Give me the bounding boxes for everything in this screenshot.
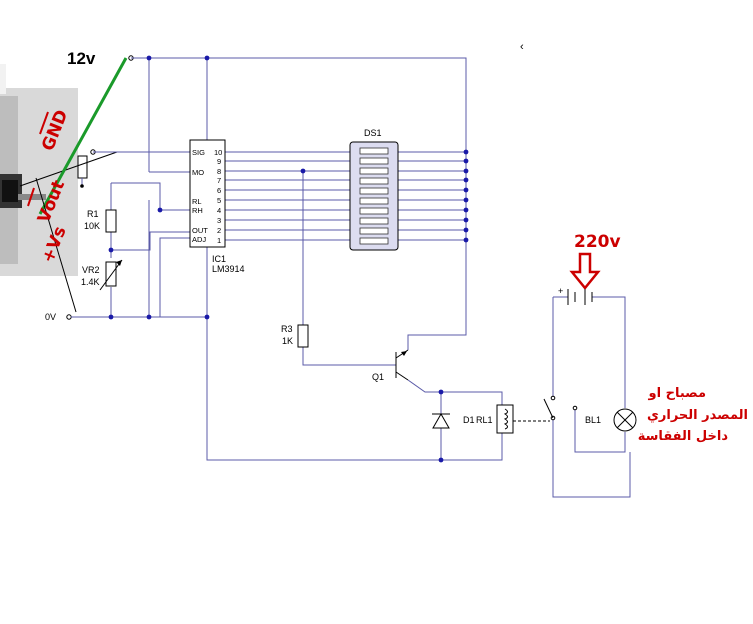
- note-line-3: داخل الفقاسة: [638, 429, 729, 444]
- ic1-pin-9: 9: [217, 157, 221, 166]
- bl1-ref: BL1: [585, 415, 601, 425]
- ic1-pin-10: 10: [214, 148, 222, 157]
- q1-ref: Q1: [372, 372, 384, 382]
- supply-220v-arrow: [569, 252, 601, 290]
- ic1-pin-mo: MO: [192, 168, 204, 177]
- supply-0v-label: 0V: [45, 312, 56, 322]
- ic1-pin-5: 5: [217, 196, 221, 205]
- sensor-pin-mark-2: [27, 187, 35, 207]
- ds1-ref: DS1: [364, 128, 382, 138]
- ic1-pin-7: 7: [217, 176, 221, 185]
- ic1-pin-1: 1: [217, 236, 221, 245]
- ic1-pin-4: 4: [217, 206, 221, 215]
- sensor-input-resistor: [77, 155, 88, 179]
- supply-12v-label: 12v: [67, 49, 96, 68]
- vr2-value: 1.4K: [81, 277, 100, 287]
- note-line-1: مصباح او: [648, 386, 706, 401]
- supply-220v-label: 220v: [574, 232, 621, 252]
- ic1-pin-rl: RL: [192, 197, 202, 206]
- ic1-pin-2: 2: [217, 226, 221, 235]
- sensor-vout-lead: [38, 57, 128, 215]
- svg-text:+: +: [558, 286, 563, 296]
- ic1-pin-adj: ADJ: [192, 235, 206, 244]
- ic1-pin-3: 3: [217, 216, 221, 225]
- ic1-pin-8: 8: [217, 167, 221, 176]
- ic1-pin-out: OUT: [192, 226, 208, 235]
- ic1-pin-rh: RH: [192, 206, 203, 215]
- top-marker: ‹: [520, 41, 524, 53]
- bl1-lamp: [613, 408, 637, 432]
- r3-resistor: [297, 324, 309, 348]
- d1-ref: D1: [463, 415, 475, 425]
- q1-transistor: [395, 349, 409, 381]
- r3-ref: R3: [281, 324, 293, 334]
- sensor-pin-mark-1: [39, 111, 49, 135]
- terminal-0v: [66, 314, 72, 320]
- rl1-ref: RL1: [476, 415, 493, 425]
- ic1-part: LM3914: [212, 264, 245, 274]
- r1-resistor: [105, 209, 117, 233]
- r3-value: 1K: [282, 336, 293, 346]
- ic1-ref: IC1: [212, 254, 226, 264]
- note-line-2: المصدر الحراري: [647, 408, 748, 423]
- ic1-pin-6: 6: [217, 186, 221, 195]
- ic1-left-pins: SIG MO RL RH OUT ADJ: [192, 148, 208, 244]
- rl1-contacts: [543, 395, 578, 421]
- temperature-sensor-module: [0, 64, 78, 276]
- ic1-pin-sig: SIG: [192, 148, 205, 157]
- vr2-wiper-arrow: [99, 259, 123, 291]
- r1-ref: R1: [87, 209, 99, 219]
- junction-dots: [80, 55, 469, 463]
- r1-value: 10K: [84, 221, 100, 231]
- sensor-vs-lead: [35, 177, 77, 313]
- vr2-arrow-head: [116, 260, 122, 266]
- sensor-gnd-lead: [19, 151, 118, 187]
- vr2-potentiometer: [105, 261, 117, 287]
- battery-symbol: +: [558, 286, 593, 305]
- d1-diode: [432, 412, 450, 429]
- wiring: [71, 57, 631, 498]
- rl1-coil-winding: [503, 408, 508, 430]
- vr2-ref: VR2: [82, 265, 100, 275]
- ds1-segments: [359, 147, 389, 245]
- ic1-lm3914-body: [189, 139, 226, 248]
- ic1-right-pins: 10 9 8 7 6 5 4 3 2 1: [214, 148, 222, 245]
